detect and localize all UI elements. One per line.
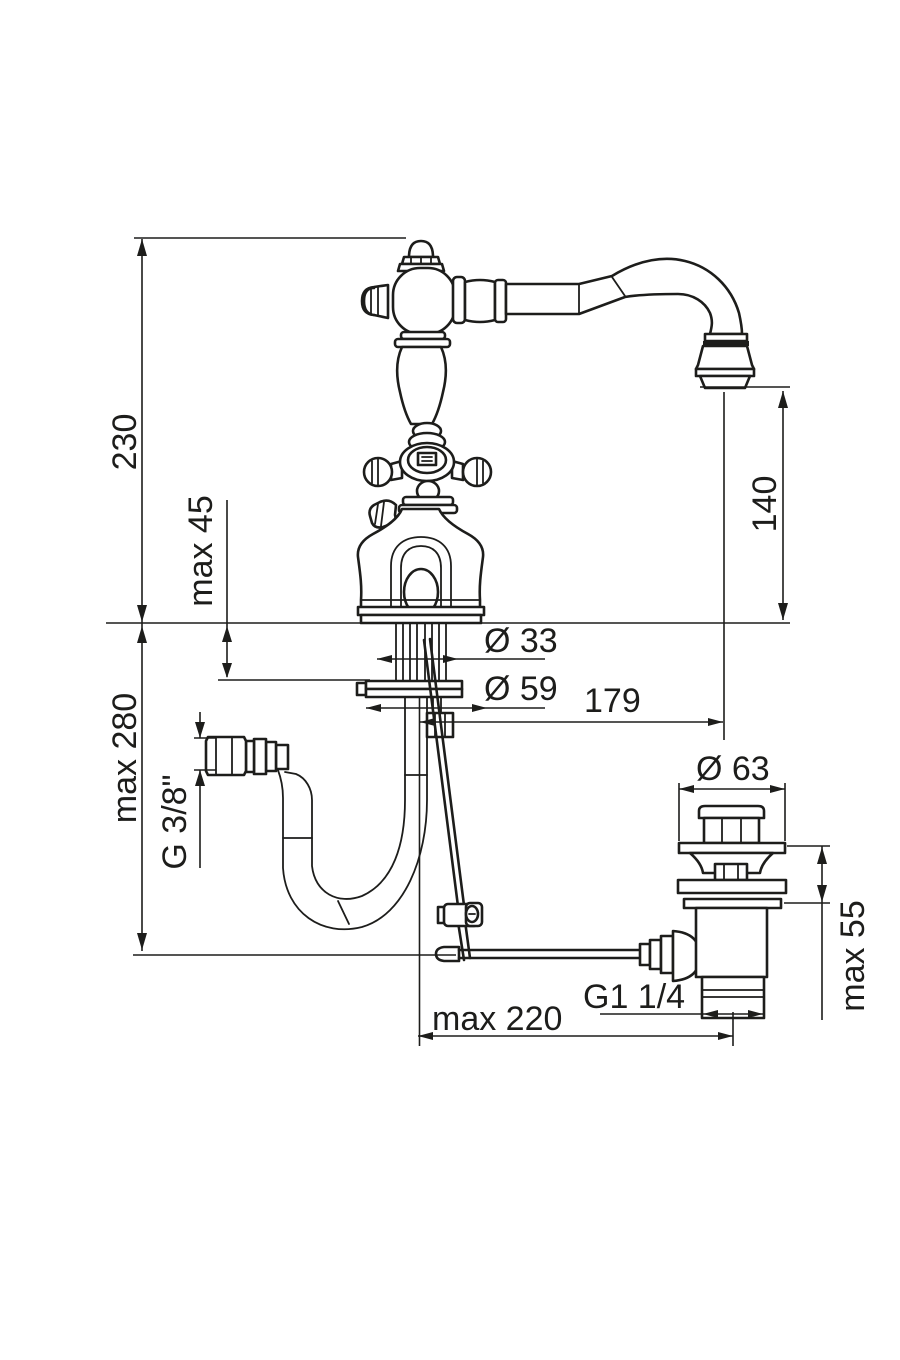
dim-waste-thread: G1 1/4 bbox=[583, 978, 685, 1016]
threaded-shank bbox=[355, 623, 464, 739]
neck-rings bbox=[393, 330, 452, 349]
supply-hose bbox=[204, 696, 428, 931]
dim-base-diameter: Ø 59 bbox=[484, 670, 558, 708]
dimension-lines bbox=[106, 237, 830, 1046]
spout-aerator bbox=[694, 332, 756, 390]
handle-logo-badge bbox=[416, 451, 438, 467]
swan-neck-spout bbox=[504, 257, 744, 336]
supply-nut bbox=[204, 735, 248, 777]
faucet-sphere-body bbox=[391, 266, 457, 336]
dim-deck-thickness: max 45 bbox=[182, 495, 220, 607]
diverter-knob bbox=[360, 283, 390, 320]
cross-handle bbox=[362, 421, 493, 515]
rod-drain-joint bbox=[638, 929, 702, 983]
waste-tailpiece bbox=[700, 975, 766, 1020]
waste-collar-tab bbox=[713, 862, 749, 882]
popup-plug bbox=[697, 804, 766, 845]
rod-clamp bbox=[436, 901, 484, 928]
faucet-base-urn bbox=[356, 507, 486, 625]
dim-waste-flange-diameter: Ø 63 bbox=[696, 750, 770, 788]
dim-waste-clamp-range: max 55 bbox=[834, 900, 872, 1012]
waste-body bbox=[694, 906, 769, 979]
clamp-screw bbox=[464, 901, 484, 928]
dimension-labels: 230 max 45 140 Ø 33 Ø 59 179 max 280 G 3… bbox=[106, 414, 872, 1038]
faucet-finial bbox=[396, 239, 446, 273]
horizontal-rod bbox=[434, 945, 642, 963]
popup-waste-drain bbox=[676, 804, 788, 1020]
popup-rod-assembly bbox=[422, 637, 702, 983]
dim-supply-thread: G 3/8" bbox=[156, 774, 194, 869]
horseshoe-washer bbox=[355, 679, 464, 699]
dim-overall-height: 230 bbox=[106, 414, 144, 471]
spout-connector bbox=[451, 275, 508, 325]
dim-spout-height: 140 bbox=[746, 476, 784, 533]
dim-spout-reach: 179 bbox=[584, 682, 641, 720]
column-barrel bbox=[395, 345, 448, 426]
waste-top-flange bbox=[677, 841, 787, 855]
dim-shank-diameter: Ø 33 bbox=[484, 622, 558, 660]
dim-rod-reach: max 220 bbox=[432, 1000, 562, 1038]
hose-fitting-collar bbox=[244, 737, 290, 776]
dim-supply-length: max 280 bbox=[106, 693, 144, 823]
